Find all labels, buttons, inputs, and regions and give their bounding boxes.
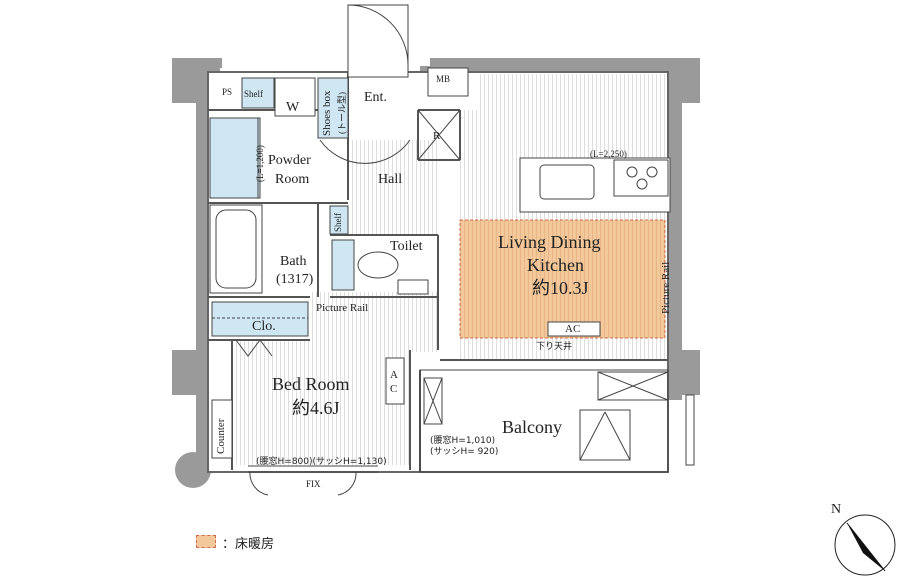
powder-room-label-2: Room [275, 172, 310, 187]
bath-label-1: Bath [280, 254, 307, 269]
picture-rail-left-label: Picture Rail [316, 302, 369, 314]
closet [211, 301, 309, 357]
ac-unit-bedroom [385, 357, 405, 405]
hall-label: Hall [378, 172, 403, 187]
washer-area [241, 77, 349, 139]
compass-icon: N [831, 502, 896, 576]
ps-label: PS [222, 87, 233, 97]
bathtub [209, 204, 263, 294]
bedroom-label-2: 約4.6J [292, 398, 340, 418]
balcony-note-2: (サッシH= 920) [430, 447, 499, 457]
fix-label: FIX [306, 479, 321, 489]
toilet-label: Toilet [390, 239, 423, 254]
ac-bedroom-c: C [390, 383, 398, 395]
bedroom-window-label: (腰窓H=800)(サッシH=1,130) [256, 457, 387, 467]
balcony-note-1: (腰窓H=1,010) [430, 436, 496, 446]
washer-label: W [286, 100, 300, 115]
ldk-label-1: Living Dining [498, 232, 601, 252]
balcony-label: Balcony [502, 417, 562, 437]
ldk-label-3: 約10.3J [532, 278, 589, 298]
picture-rail-right-label: Picture Rail [660, 261, 672, 314]
counter-unit [211, 399, 233, 459]
toilet-fixtures [329, 205, 429, 295]
ac-unit-ldk [547, 321, 601, 337]
entrance-door [319, 4, 411, 164]
shoes-box-note: (トール型) [337, 92, 347, 134]
kitchen [519, 157, 671, 213]
floor-heating-legend: ：床暖房 [222, 537, 275, 552]
entrance-label: Ent. [364, 90, 387, 105]
refrigerator-label: R [433, 130, 441, 142]
refrigerator-box [417, 109, 461, 161]
mb-box [427, 67, 469, 97]
interior-area [207, 71, 669, 473]
mb-label: MB [436, 74, 451, 84]
lowered-ceiling-label: 下り天井 [536, 342, 573, 352]
bedroom-label-1: Bed Room [272, 374, 350, 394]
ac-bedroom-a: A [390, 369, 398, 381]
floor-heating-swatch [196, 535, 216, 548]
compass-north-label: N [831, 502, 841, 517]
powder-basin [209, 117, 261, 199]
powder-dimension: (L=1,200) [255, 145, 265, 182]
powder-room-label-1: Powder [268, 153, 311, 168]
kitchen-dimension: (L=2,250) [590, 149, 627, 159]
bedroom-window [248, 465, 378, 496]
closet-label: Clo. [252, 319, 276, 334]
balcony-area [419, 369, 695, 473]
ldk-label-2: Kitchen [527, 255, 584, 275]
shelf-top-label: Shelf [244, 89, 263, 99]
counter-label: Counter [215, 418, 227, 454]
ac-ldk-label: AC [565, 323, 581, 335]
shelf-small-label: Shelf [333, 213, 343, 232]
bath-label-2: (1317) [276, 272, 314, 287]
shoes-box-label: Shoes box [321, 90, 333, 136]
